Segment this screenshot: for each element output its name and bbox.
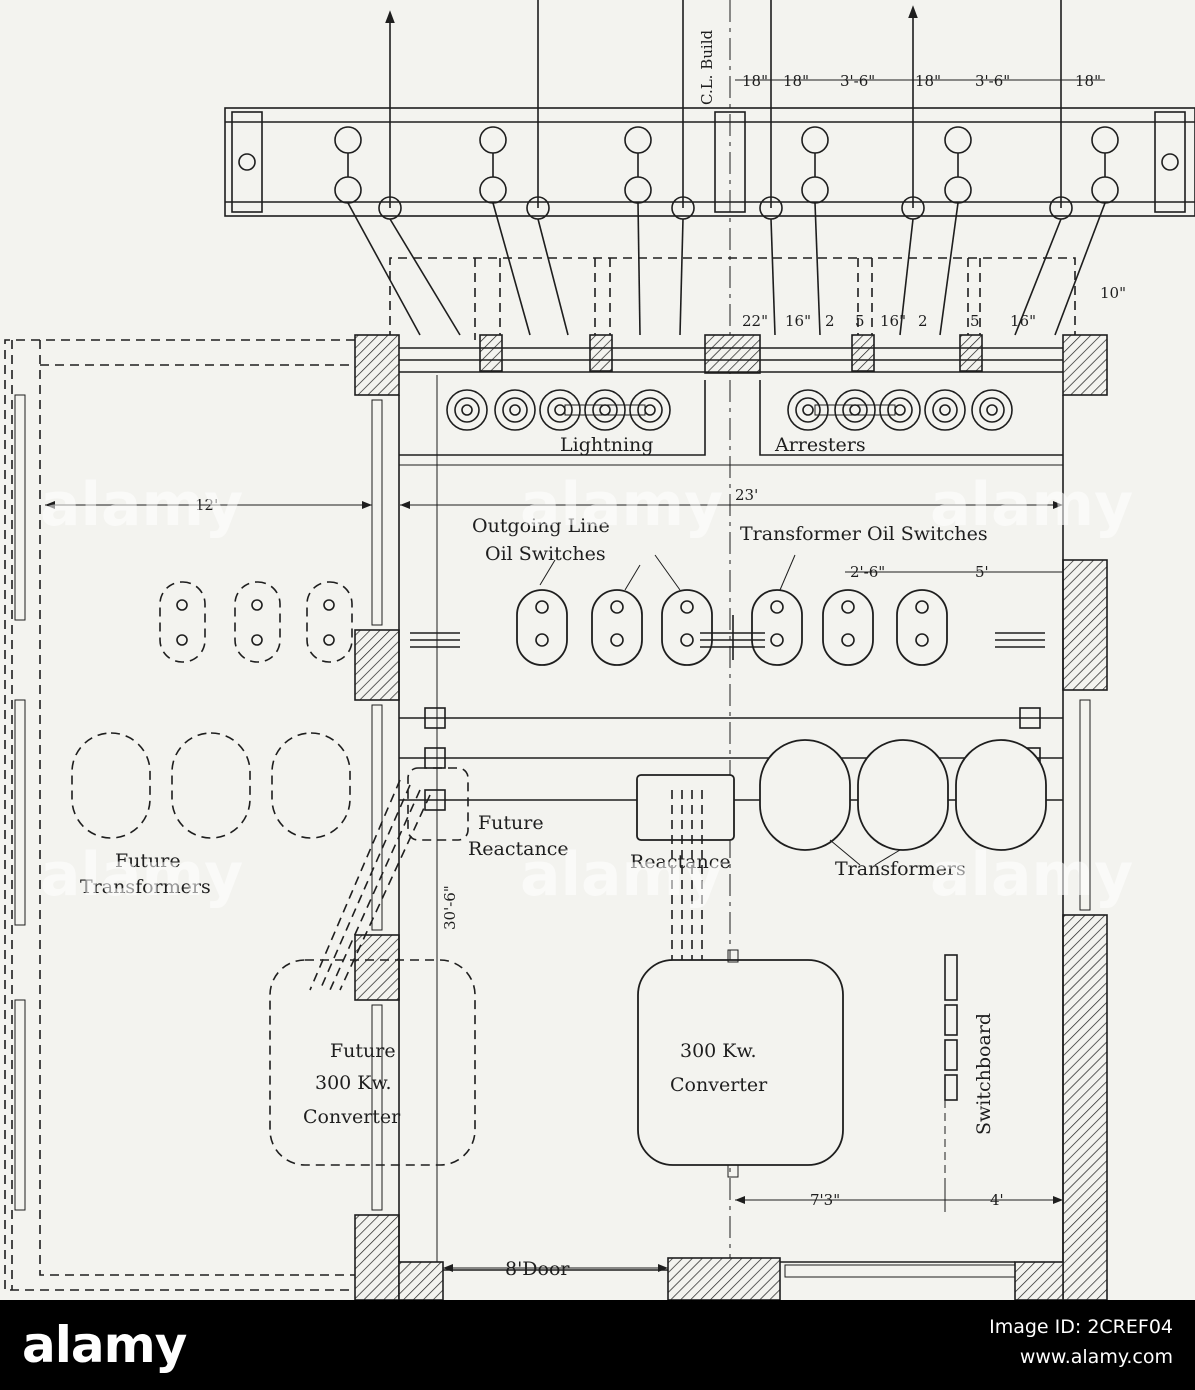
svg-text:18": 18" <box>1075 72 1101 90</box>
site-link[interactable]: www.alamy.com <box>1019 1346 1173 1368</box>
door-label: 8'Door <box>505 1258 570 1280</box>
centerline-label: C.L. Build <box>698 30 716 105</box>
future-converter-label-3: Converter <box>303 1106 401 1128</box>
reactance-label: Reactance <box>630 851 731 873</box>
substation-floor-plan: C.L. Build 18" 18" 3'-6" 18" 3'-6" 18" <box>0 0 1195 1300</box>
outgoing-line-label: Outgoing Line <box>472 515 610 537</box>
converter-cable-duct <box>671 790 703 990</box>
building-walls <box>354 334 1108 1300</box>
future-extension-outline <box>4 339 360 1291</box>
svg-text:2: 2 <box>825 312 835 330</box>
arresters-label: Arresters <box>774 434 866 456</box>
future-transformers-label-1: Future <box>115 850 181 872</box>
svg-text:4': 4' <box>990 1191 1004 1209</box>
future-oil-switches <box>159 581 353 663</box>
oil-switches <box>410 589 1045 666</box>
lightning-arresters <box>399 380 1063 456</box>
wall-windows <box>14 394 1091 1211</box>
structure-insulators <box>334 126 1119 204</box>
transformer-oil-switches-label: Transformer Oil Switches <box>740 523 988 545</box>
svg-text:3'-6": 3'-6" <box>975 72 1010 90</box>
svg-text:3'-6": 3'-6" <box>840 72 875 90</box>
future-transformers-label-2: Transformers <box>80 876 211 898</box>
svg-text:16": 16" <box>785 312 811 330</box>
switchboard <box>944 954 958 1101</box>
image-info: Image ID: 2CREF04 www.alamy.com <box>989 1312 1173 1372</box>
dim-10-in: 10" <box>1100 284 1126 302</box>
brand-logo[interactable]: alamy <box>22 1316 187 1374</box>
converter-label-2: Converter <box>670 1074 768 1096</box>
dim-12-ft: 12' <box>45 496 372 514</box>
reactance <box>636 774 735 841</box>
bus-dimension-row: 22" 16" 2 5 16" 2 5 16" <box>742 312 1036 330</box>
outdoor-steel-structure <box>224 107 1195 217</box>
future-reactance-label-1: Future <box>478 812 544 834</box>
future-reactance <box>407 767 469 841</box>
future-converter-label-2: 300 Kw. <box>315 1072 392 1094</box>
svg-text:2'-6": 2'-6" <box>850 563 885 581</box>
transformers <box>759 739 1047 866</box>
footer-bar: alamy Image ID: 2CREF04 www.alamy.com <box>0 1300 1195 1390</box>
svg-text:16": 16" <box>880 312 906 330</box>
converter <box>637 959 844 1166</box>
svg-text:5: 5 <box>970 312 980 330</box>
svg-text:5: 5 <box>855 312 865 330</box>
future-converter-label-1: Future <box>330 1040 396 1062</box>
top-dimension-row: 18" 18" 3'-6" 18" 3'-6" 18" <box>735 72 1105 90</box>
svg-text:2: 2 <box>918 312 928 330</box>
future-transformers <box>71 732 351 839</box>
svg-text:22": 22" <box>742 312 768 330</box>
svg-text:5': 5' <box>975 563 989 581</box>
door-dimension <box>443 1264 668 1272</box>
image-id: Image ID: 2CREF04 <box>989 1316 1173 1338</box>
future-converter-cable-duct <box>309 779 431 991</box>
transformers-label: Transformers <box>835 858 966 880</box>
dim-7-3-and-4: 7'3" 4' <box>735 1100 1063 1212</box>
svg-text:18": 18" <box>783 72 809 90</box>
future-reactance-label-2: Reactance <box>468 838 569 860</box>
oil-switches-label: Oil Switches <box>485 543 606 565</box>
lightning-label: Lightning <box>560 434 653 456</box>
svg-text:23': 23' <box>735 486 758 504</box>
entrance-bus-bar <box>399 347 1063 361</box>
svg-text:16": 16" <box>1010 312 1036 330</box>
incoming-lines <box>385 0 1062 208</box>
dashed-roof-framing <box>389 257 1076 340</box>
dim-30-6: 30'-6" <box>436 375 459 1262</box>
oil-switch-spacing: 2'-6" 5' <box>845 563 1063 581</box>
svg-text:7'3": 7'3" <box>810 1191 840 1209</box>
converter-label-1: 300 Kw. <box>680 1040 757 1062</box>
future-converter <box>269 959 476 1166</box>
entrance-leads <box>347 202 1106 336</box>
svg-text:30'-6": 30'-6" <box>441 885 459 930</box>
dim-23-ft: 23' <box>400 486 1063 509</box>
svg-text:12': 12' <box>195 496 218 514</box>
switchboard-label: Switchboard <box>973 1013 995 1135</box>
svg-text:18": 18" <box>915 72 941 90</box>
svg-text:18": 18" <box>742 72 768 90</box>
